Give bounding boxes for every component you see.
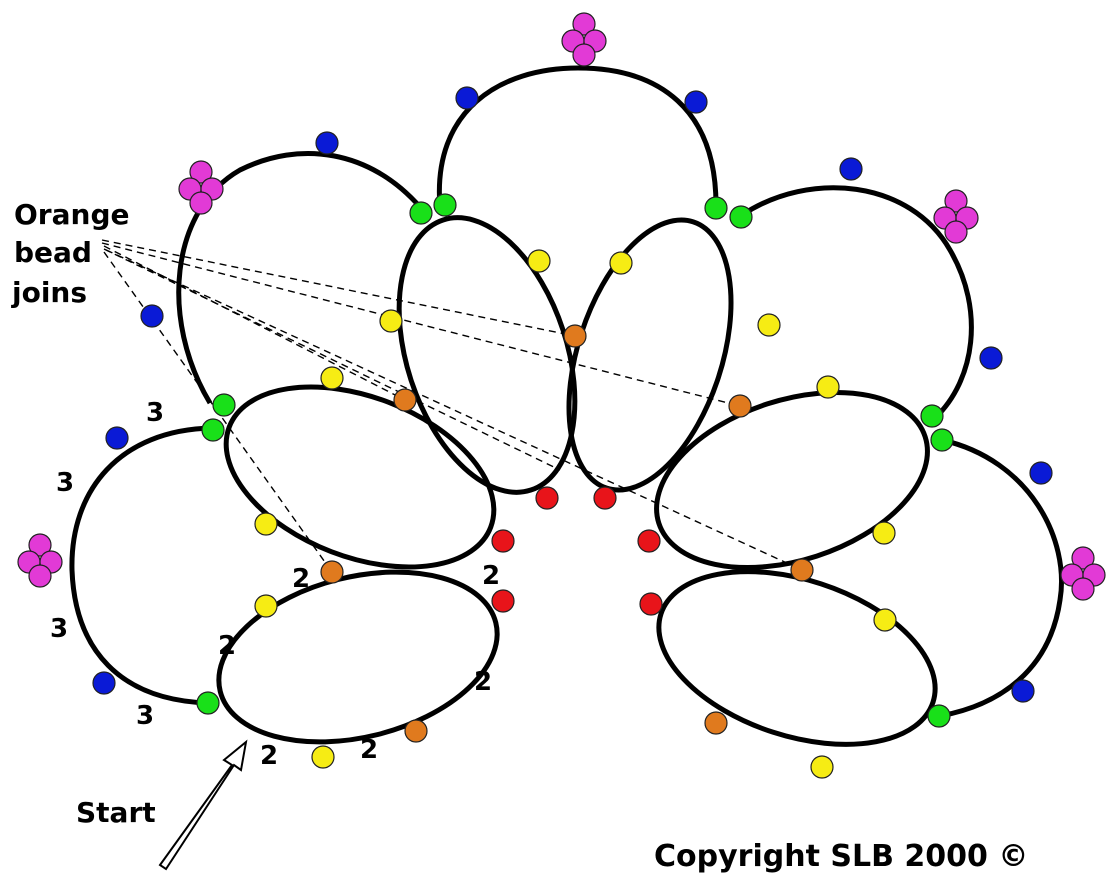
magenta-bead-cluster (1060, 546, 1106, 601)
chains (69, 65, 1064, 719)
orange-bead (320, 560, 344, 584)
magenta-bead (189, 191, 213, 215)
ring-left-bottom (216, 569, 500, 745)
stitch-count-2: 2 (260, 741, 278, 771)
orange-bead-joins-label-line3: joins (11, 276, 87, 309)
stitch-count-2: 2 (218, 631, 236, 661)
green-bead (212, 393, 236, 417)
yellow-bead (816, 375, 840, 399)
magenta-bead (944, 189, 968, 213)
magenta-bead (1071, 577, 1095, 601)
pointer-line (103, 245, 406, 401)
orange-bead (393, 388, 417, 412)
copyright-notice: Copyright SLB 2000 © (654, 839, 1028, 873)
start-label: Start (76, 796, 156, 829)
ring-center-left (396, 215, 578, 495)
orange-bead (790, 558, 814, 582)
start-arrow (158, 739, 248, 871)
blue-bead (92, 671, 116, 695)
green-bead (920, 404, 944, 428)
magenta-bead-cluster (561, 12, 607, 67)
red-bead (593, 486, 617, 510)
yellow-bead (527, 249, 551, 273)
stitch-count-3: 3 (56, 468, 74, 498)
chain-top (436, 65, 719, 208)
blue-bead (455, 86, 479, 110)
blue-bead (839, 157, 863, 181)
blue-bead (315, 131, 339, 155)
yellow-bead (254, 594, 278, 618)
pointer-line (101, 239, 576, 337)
yellow-bead (810, 755, 834, 779)
green-bead (201, 418, 225, 442)
yellow-bead (254, 512, 278, 536)
green-bead (433, 193, 457, 217)
orange-bead (404, 719, 428, 743)
magenta-bead-cluster (178, 160, 224, 215)
red-bead (535, 486, 559, 510)
red-bead (639, 592, 663, 616)
blue-bead (105, 426, 129, 450)
magenta-bead (572, 43, 596, 67)
magenta-bead (944, 220, 968, 244)
stitch-count-2: 2 (474, 667, 492, 697)
blue-bead (1011, 679, 1035, 703)
yellow-bead (873, 608, 897, 632)
blue-bead (684, 90, 708, 114)
red-bead (491, 589, 515, 613)
yellow-bead (609, 251, 633, 275)
green-bead (704, 196, 728, 220)
orange-bead-joins-label-line2: bead (14, 236, 92, 269)
ring-left-top (223, 384, 497, 570)
chain-lower-left (69, 425, 213, 706)
green-bead (409, 201, 433, 225)
stitch-count-2: 2 (292, 564, 310, 594)
green-bead (930, 428, 954, 452)
green-bead (927, 704, 951, 728)
red-bead (491, 529, 515, 553)
red-bead (637, 529, 661, 553)
chain-upper-left (176, 151, 422, 405)
chain-lower-right (939, 437, 1064, 719)
chain-upper-right (740, 185, 974, 420)
magenta-bead-cluster (933, 189, 979, 244)
ring-right-top (654, 389, 930, 571)
blue-bead (979, 346, 1003, 370)
text-labels: Orange bead joins 3 3 3 3 2 2 2 2 2 2 St… (11, 198, 1028, 873)
magenta-bead (28, 564, 52, 588)
blue-bead (1029, 461, 1053, 485)
orange-bead (728, 394, 752, 418)
green-bead (196, 691, 220, 715)
beads (17, 12, 1106, 779)
stitch-count-3: 3 (146, 398, 164, 428)
yellow-bead (757, 313, 781, 337)
magenta-bead (189, 160, 213, 184)
stitch-count-3: 3 (136, 701, 154, 731)
orange-bead-joins-label-line1: Orange (14, 198, 129, 231)
magenta-bead (572, 12, 596, 36)
magenta-bead-cluster (17, 533, 63, 588)
magenta-bead (28, 533, 52, 557)
yellow-bead (311, 745, 335, 769)
pointer-line (105, 249, 803, 571)
stitch-count-2: 2 (360, 735, 378, 765)
orange-join-pointers (101, 239, 803, 573)
ring-right-bottom (656, 569, 938, 747)
green-bead (729, 205, 753, 229)
orange-bead (704, 711, 728, 735)
magenta-bead (1071, 546, 1095, 570)
yellow-bead (872, 521, 896, 545)
pointer-line (101, 242, 741, 407)
yellow-bead (320, 366, 344, 390)
stitch-count-3: 3 (50, 614, 68, 644)
stitch-count-2: 2 (482, 561, 500, 591)
arrow-shaft (158, 739, 248, 871)
yellow-bead (379, 309, 403, 333)
pointer-line (103, 248, 561, 471)
orange-bead (563, 324, 587, 348)
blue-bead (140, 304, 164, 328)
